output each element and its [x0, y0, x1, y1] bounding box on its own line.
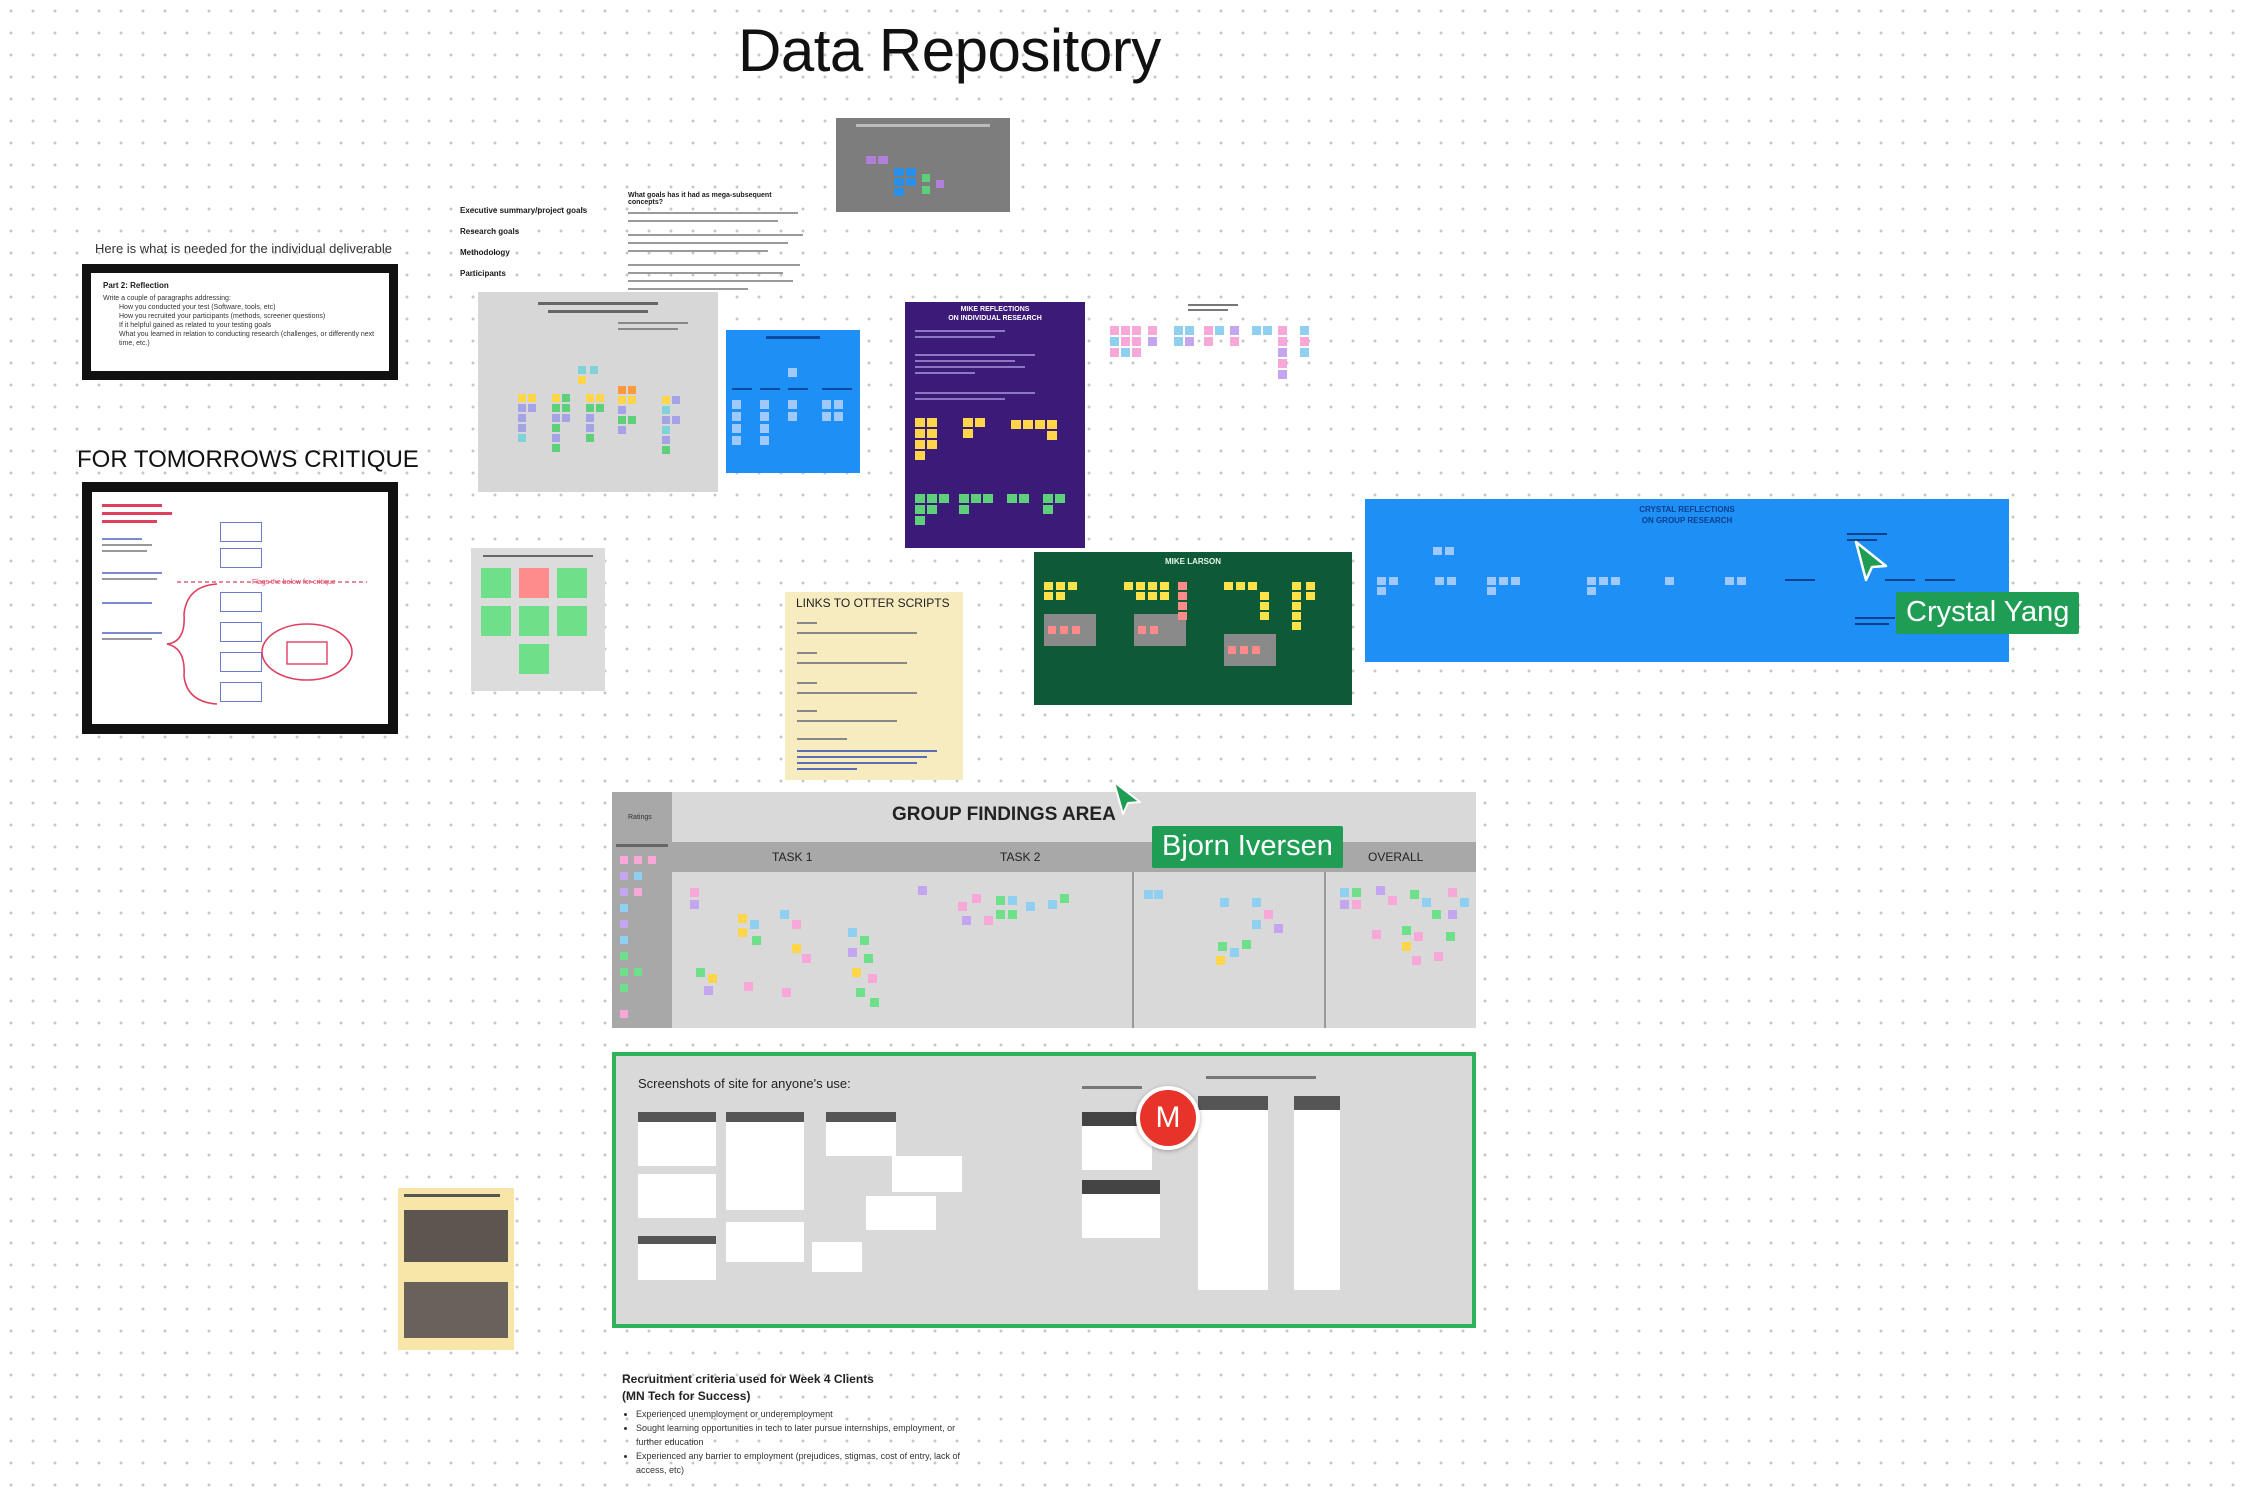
photo-image [404, 1282, 508, 1338]
outline-block: Executive summary/project goals Research… [460, 206, 587, 278]
cursor-arrow-icon [1854, 540, 1888, 582]
critique-card: Flags the below for critique [92, 492, 388, 724]
deliverable-heading: Here is what is needed for the individua… [95, 241, 393, 256]
otter-title: LINKS TO OTTER SCRIPTS [796, 596, 950, 610]
outline-label: Participants [460, 269, 506, 278]
deliverable-frame[interactable]: Part 2: Reflection Write a couple of par… [82, 264, 398, 380]
critique-frame[interactable]: Flags the below for critique [82, 482, 398, 734]
findings-title: GROUP FINDINGS AREA [892, 804, 1116, 825]
affinity-frame-grey[interactable] [478, 292, 718, 492]
board-title: Data Repository [738, 17, 1161, 84]
mike-larson-title: MIKE LARSON [1165, 557, 1221, 566]
deliverable-card: Part 2: Reflection Write a couple of par… [91, 273, 389, 371]
findings-column-task1: TASK 1 [772, 850, 813, 864]
critique-heading: FOR TOMORROWS CRITIQUE [77, 446, 419, 473]
outline-notes: What goals has it had as mega-subsequent… [628, 192, 808, 296]
outline-label: Executive summary/project goals [460, 206, 588, 215]
sticky-frame-small[interactable] [471, 548, 605, 691]
mike-larson-frame[interactable]: MIKE LARSON [1034, 552, 1352, 705]
collaborator-label-bjorn: Bjorn Iversen [1152, 826, 1343, 868]
collaborator-avatar[interactable]: M [1136, 1086, 1200, 1150]
screenshots-title: Screenshots of site for anyone's use: [638, 1076, 851, 1091]
affinity-frame-blue[interactable] [726, 330, 860, 473]
recruitment-item: Sought learning opportunities in tech to… [636, 1421, 962, 1449]
group-findings-frame[interactable]: Ratings GROUP FINDINGS AREA TASK 1 TASK … [612, 792, 1476, 1028]
deliverable-item: How you conducted your test (Software, t… [119, 304, 276, 311]
critique-flag-text: Flags the below for critique [252, 579, 336, 586]
priority-frame[interactable] [836, 118, 1010, 212]
recruitment-list: Experienced unemployment or underemploym… [622, 1407, 962, 1477]
findings-divider [1132, 872, 1134, 1028]
recruitment-block: Recruitment criteria used for Week 4 Cli… [622, 1372, 962, 1477]
outline-question: What goals has it had as mega-subsequent… [628, 192, 772, 206]
collaborator-avatar-initial: M [1155, 1101, 1181, 1134]
findings-column-task2: TASK 2 [1000, 850, 1041, 864]
photo-note[interactable] [398, 1188, 514, 1350]
recruitment-subtitle: (MN Tech for Success) [622, 1389, 751, 1403]
findings-side-panel: Ratings [612, 792, 672, 1028]
deliverable-item: How you recruited your participants (met… [119, 313, 326, 320]
crystal-reflections-frame[interactable]: CRYSTAL REFLECTIONS ON GROUP RESEARCH [1365, 499, 2009, 662]
critique-sketch [166, 581, 367, 705]
deliverable-item: What you learned in relation to conducti… [119, 331, 375, 347]
findings-divider [1324, 872, 1326, 1028]
screenshots-frame[interactable]: Screenshots of site for anyone's use: [612, 1052, 1476, 1328]
cursor-arrow-icon [1113, 781, 1141, 815]
purple-frame-title: MIKE REFLECTIONS [960, 306, 1030, 313]
collaborator-label-crystal: Crystal Yang [1896, 592, 2080, 634]
recruitment-item: Experienced unemployment or underemploym… [636, 1407, 962, 1421]
findings-side-label: Ratings [628, 814, 652, 821]
recruitment-item: Experienced any barrier to employment (p… [636, 1449, 962, 1477]
outline-label: Research goals [460, 227, 520, 236]
deliverable-part-title: Part 2: Reflection [103, 281, 169, 290]
deliverable-item: If it helpful gained as related to your … [119, 322, 272, 329]
crystal-frame-title: CRYSTAL REFLECTIONS [1639, 505, 1735, 514]
otter-scripts-note[interactable]: LINKS TO OTTER SCRIPTS [785, 592, 963, 780]
recruitment-title: Recruitment criteria used for Week 4 Cli… [622, 1372, 874, 1386]
mike-reflections-frame[interactable]: MIKE REFLECTIONS ON INDIVIDUAL RESEARCH [905, 302, 1085, 548]
outline-label: Methodology [460, 248, 510, 257]
purple-frame-subtitle: ON INDIVIDUAL RESEARCH [948, 315, 1042, 322]
deliverable-item: Write a couple of paragraphs addressing: [103, 295, 231, 302]
crystal-frame-subtitle: ON GROUP RESEARCH [1641, 516, 1733, 525]
affinity-cluster-pink [1108, 302, 1314, 402]
photo-image [404, 1210, 508, 1262]
findings-column-overall: OVERALL [1368, 850, 1424, 864]
